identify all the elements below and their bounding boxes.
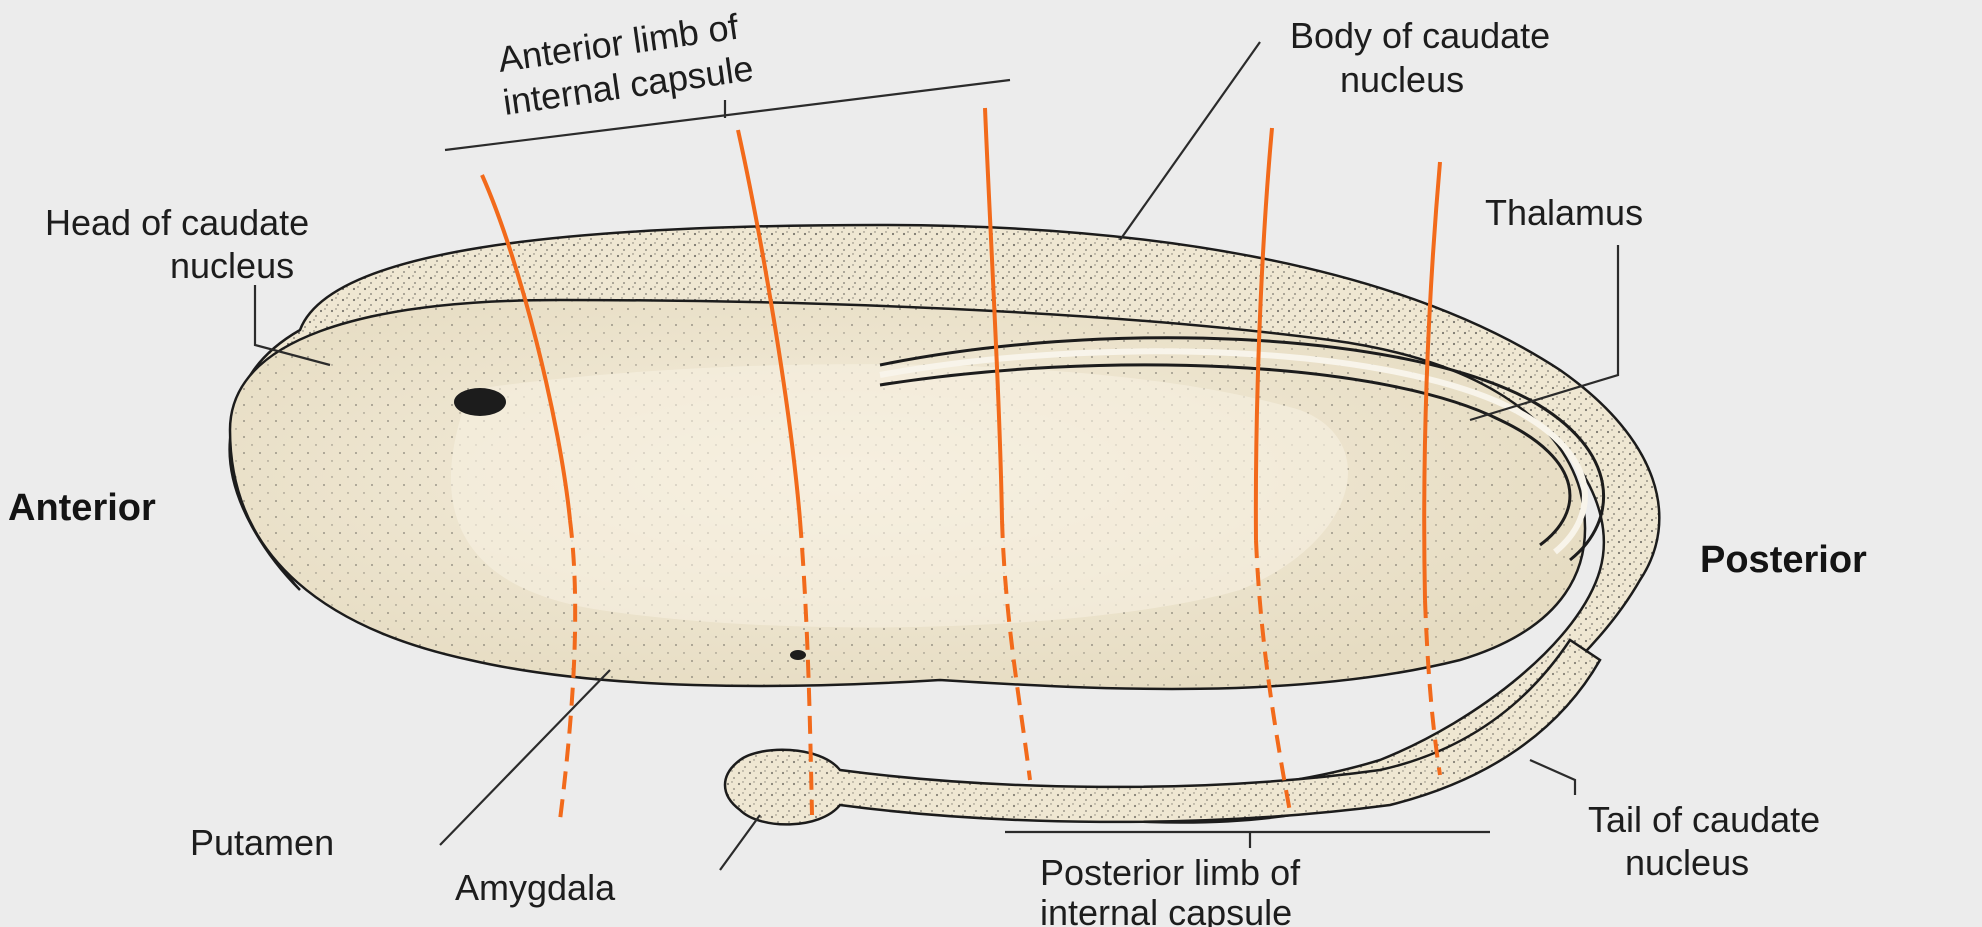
amygdala-leader [720, 815, 760, 870]
body-caudate-leader [1120, 42, 1260, 240]
posterior-limb-label-line2: internal capsule [1040, 892, 1292, 927]
posterior-label: Posterior [1700, 539, 1867, 581]
thalamus-label: Thalamus [1485, 192, 1643, 233]
putamen-leader [440, 670, 610, 845]
tail-caudate-leader [1530, 760, 1575, 795]
head-caudate-label-line1: Head of caudate [45, 202, 309, 243]
head-caudate-label-line2: nucleus [170, 245, 294, 286]
dark-spot [790, 650, 806, 660]
putamen-label: Putamen [190, 822, 334, 863]
tail-caudate-label-line1: Tail of caudate [1588, 799, 1820, 840]
amygdala-label: Amygdala [455, 867, 616, 908]
body-caudate-label-line1: Body of caudate [1290, 15, 1550, 56]
tail-caudate-label-line2: nucleus [1625, 842, 1749, 883]
posterior-limb-label-line1: Posterior limb of [1040, 852, 1301, 893]
anterior-label: Anterior [8, 487, 156, 529]
dark-spot [454, 388, 506, 416]
body-caudate-label-line2: nucleus [1340, 59, 1464, 100]
